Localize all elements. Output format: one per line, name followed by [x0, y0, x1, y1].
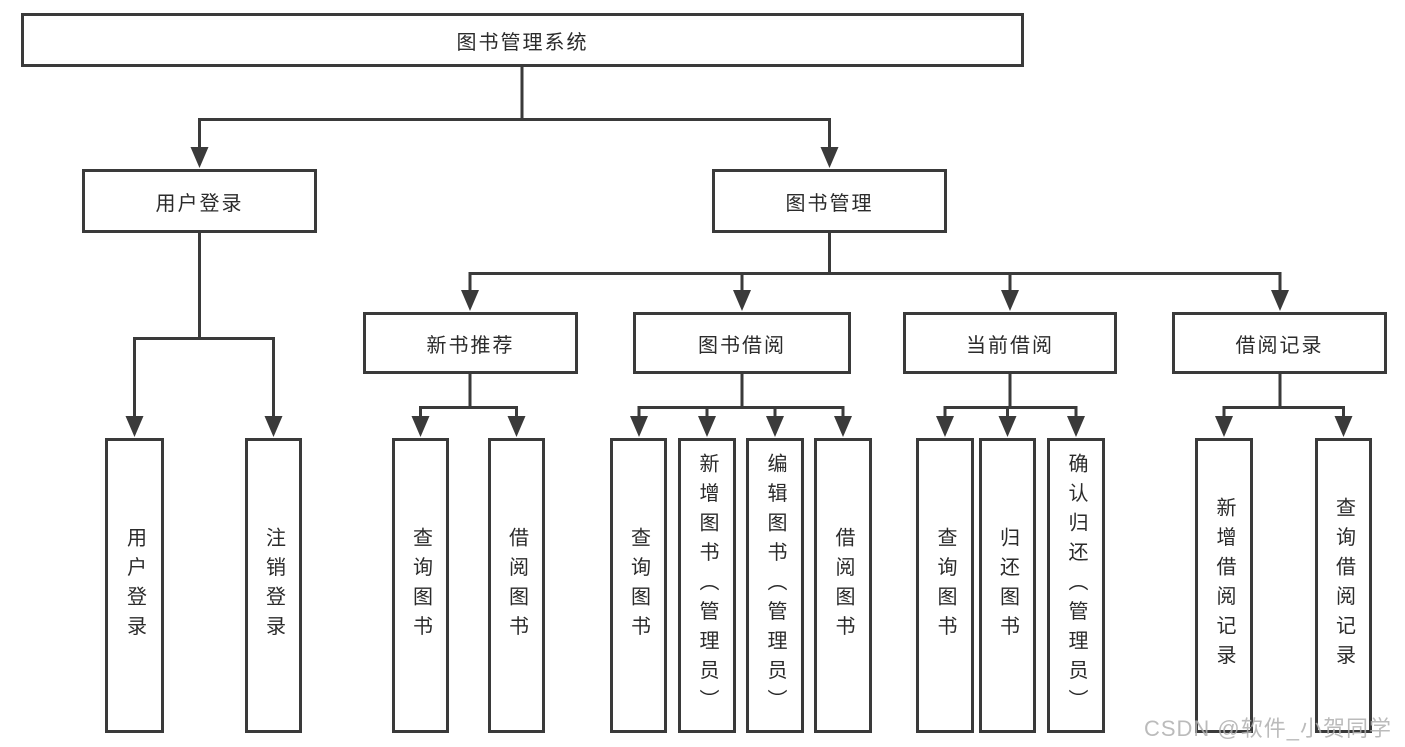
csdn-watermark: CSDN @软件_小贺同学	[1143, 716, 1392, 741]
node-book-management-system: 图书管理系统	[21, 13, 1024, 67]
leaf-label: 查询图书	[934, 526, 956, 645]
leaf-label: 注销登录	[262, 526, 285, 645]
leaf-label: 借阅图书	[505, 526, 528, 645]
leaf-label: 借阅图书	[832, 526, 854, 645]
leaf-label: 确认归还（管理员）	[1065, 452, 1087, 719]
leaf-return-books: 归还图书	[979, 438, 1036, 733]
leaf-label: 归还图书	[996, 526, 1019, 645]
leaf-label: 查询借阅记录	[1332, 497, 1355, 674]
leaf-query-books-recommend: 查询图书	[392, 438, 449, 733]
leaf-label: 新增图书（管理员）	[696, 452, 718, 719]
node-book-management: 图书管理	[712, 169, 947, 233]
leaf-label: 新增借阅记录	[1213, 497, 1235, 674]
leaf-logout: 注销登录	[245, 438, 302, 733]
leaf-label: 查询图书	[409, 526, 432, 645]
leaf-label: 用户登录	[123, 526, 146, 645]
leaf-borrow-books-recommend: 借阅图书	[488, 438, 545, 733]
node-current-borrowing: 当前借阅	[903, 312, 1117, 374]
node-book-borrowing: 图书借阅	[633, 312, 851, 374]
leaf-add-borrow-record: 新增借阅记录	[1195, 438, 1253, 733]
leaf-confirm-return-admin: 确认归还（管理员）	[1047, 438, 1105, 733]
leaf-query-books-borrowing: 查询图书	[610, 438, 667, 733]
leaf-edit-book-admin: 编辑图书（管理员）	[746, 438, 804, 733]
leaf-query-borrow-record: 查询借阅记录	[1315, 438, 1372, 733]
node-new-book-recommend: 新书推荐	[363, 312, 578, 374]
leaf-add-book-admin: 新增图书（管理员）	[678, 438, 736, 733]
leaf-label: 编辑图书（管理员）	[764, 452, 786, 719]
leaf-label: 查询图书	[627, 526, 650, 645]
leaf-borrow-books: 借阅图书	[814, 438, 872, 733]
leaf-user-login: 用户登录	[105, 438, 164, 733]
node-borrowing-records: 借阅记录	[1172, 312, 1387, 374]
leaf-query-books-current: 查询图书	[916, 438, 974, 733]
node-user-login: 用户登录	[82, 169, 317, 233]
